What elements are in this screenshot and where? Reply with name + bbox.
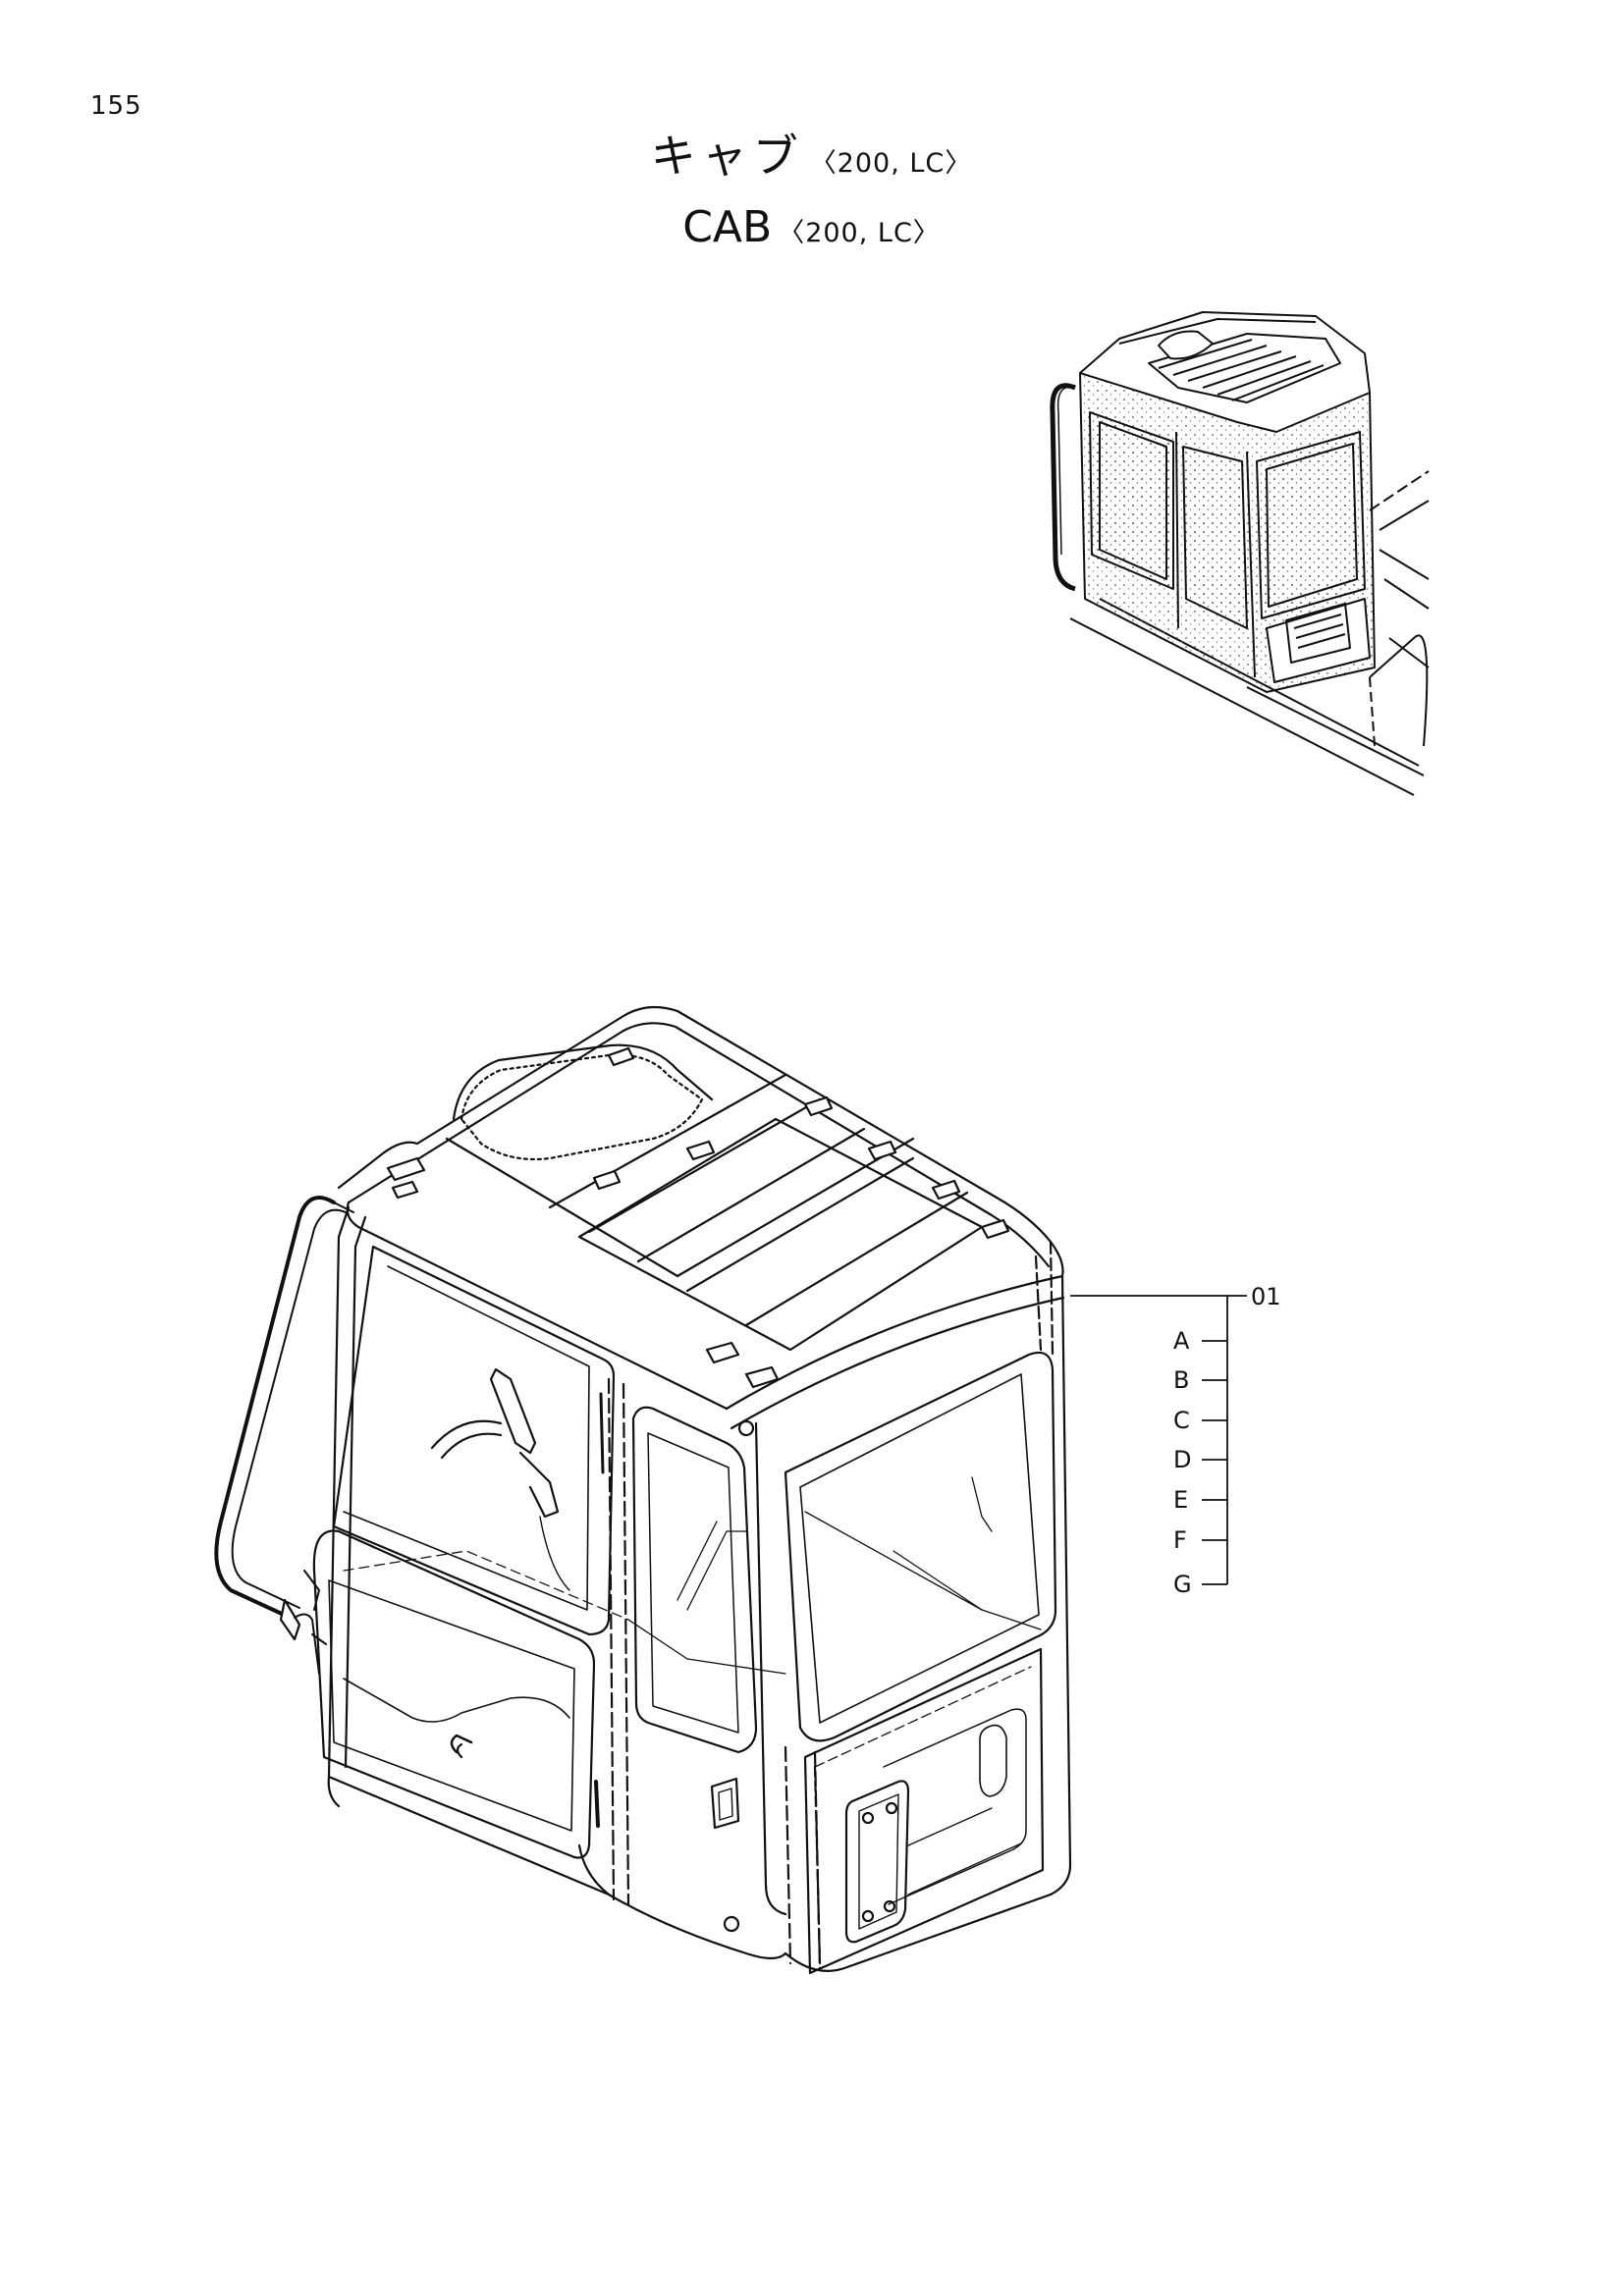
callout-item-e: E — [1173, 1486, 1188, 1514]
callout-leaders — [1070, 1295, 1247, 1585]
front-window — [784, 1351, 1057, 1742]
title-english-line: CAB〈200, LC〉 — [0, 197, 1623, 267]
machine-overview-illustration — [1050, 311, 1430, 796]
cab-door — [312, 1529, 596, 1859]
front-lower-panel — [803, 1647, 1045, 1975]
roof-hatch — [460, 1053, 704, 1161]
access-cover — [844, 1780, 910, 1944]
title-english: CAB — [682, 202, 773, 252]
side-rear-window — [332, 1245, 616, 1636]
callout-item-a: A — [1173, 1327, 1190, 1355]
callout-item-d: D — [1173, 1446, 1191, 1473]
callout-item-f: F — [1173, 1526, 1187, 1554]
cab-isometric-illustration — [214, 1005, 1072, 1975]
door-window — [631, 1406, 758, 1754]
title-english-variant: 〈200, LC〉 — [778, 218, 941, 248]
callout-part-01: 01 — [1251, 1283, 1281, 1310]
callout-item-c: C — [1173, 1407, 1190, 1434]
callout-item-g: G — [1173, 1571, 1192, 1598]
title-japanese-variant: 〈200, LC〉 — [809, 148, 973, 179]
cab-roof — [337, 1005, 1064, 1278]
callout-item-b: B — [1173, 1366, 1189, 1394]
overview-handrail — [1050, 383, 1076, 592]
title-block: キャブ〈200, LC〉 CAB〈200, LC〉 — [0, 126, 1623, 267]
title-japanese: キャブ — [650, 130, 804, 183]
title-japanese-line: キャブ〈200, LC〉 — [0, 126, 1623, 197]
page-number: 155 — [90, 91, 142, 121]
cab-handrail — [214, 1196, 336, 1622]
